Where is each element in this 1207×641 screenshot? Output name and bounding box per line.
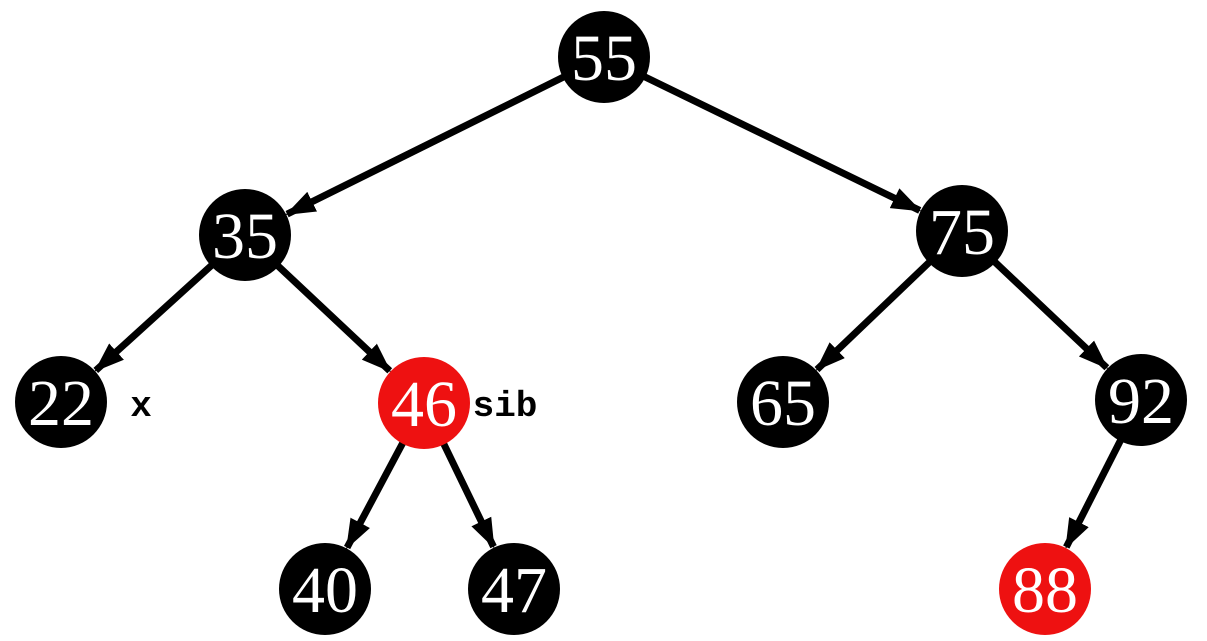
tree-node-label-22: 22 <box>28 367 94 440</box>
tree-node-92: 92 <box>1095 354 1187 446</box>
tree-node-label-40: 40 <box>292 554 358 627</box>
tree-edge-55-75 <box>642 73 922 214</box>
tree-node-circle-47 <box>468 543 560 635</box>
tree-node-88: 88 <box>999 543 1091 635</box>
tree-node-label-35: 35 <box>212 200 278 273</box>
tree-node-55: 55 <box>558 11 650 103</box>
tree-edge-92-88 <box>1063 437 1125 549</box>
tree-node-circle-65 <box>737 356 829 448</box>
tree-node-35: 35 <box>199 189 291 281</box>
tree-edge-46-47 <box>440 441 497 549</box>
tree-edge-75-65 <box>814 258 933 373</box>
tree-node-label-47: 47 <box>481 554 547 627</box>
tree-node-circle-92 <box>1095 354 1187 446</box>
tree-node-46: 46 <box>378 357 470 449</box>
tree-node-label-65: 65 <box>750 367 816 440</box>
tree-node-label-92: 92 <box>1108 365 1174 438</box>
tree-node-label-46: 46 <box>391 368 457 441</box>
tree-node-circle-55 <box>558 11 650 103</box>
tree-node-22: 22 <box>15 356 107 448</box>
tree-node-label-88: 88 <box>1012 554 1078 627</box>
tree-node-circle-88 <box>999 543 1091 635</box>
tree-node-circle-46 <box>378 357 470 449</box>
tree-node-circle-22 <box>15 356 107 448</box>
tree-node-circle-40 <box>279 543 371 635</box>
tree-node-label-55: 55 <box>571 22 637 95</box>
tree-edge-46-40 <box>343 440 407 550</box>
tree-node-40: 40 <box>279 543 371 635</box>
tree-node-65: 65 <box>737 356 829 448</box>
tree-edge-55-35 <box>285 73 567 218</box>
tree-edge-75-92 <box>991 258 1110 371</box>
tree-node-circle-35 <box>199 189 291 281</box>
tree-node-label-75: 75 <box>929 196 995 269</box>
tree-edge-35-22 <box>93 261 215 374</box>
tree-node-47: 47 <box>468 543 560 635</box>
annotation-x: x <box>130 386 152 427</box>
annotation-sib: sib <box>473 386 538 427</box>
tree-node-75: 75 <box>916 185 1008 277</box>
tree-edge-35-46 <box>274 262 393 374</box>
tree-node-circle-75 <box>916 185 1008 277</box>
